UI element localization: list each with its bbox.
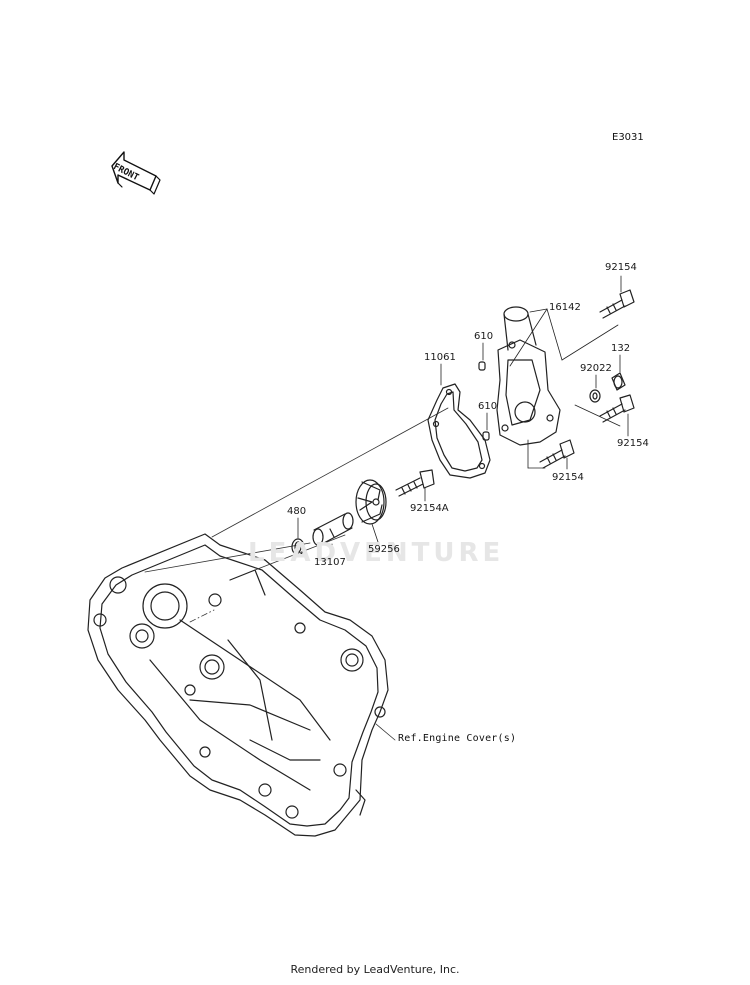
bolt-92154-bottom: [539, 439, 575, 469]
label-92154-bottom: 92154: [552, 472, 584, 483]
ring-480: [291, 538, 305, 556]
shaft-13107: [312, 512, 354, 546]
washer-92022: [589, 389, 601, 403]
label-480: 480: [287, 506, 307, 517]
engine-cover-outline: [87, 533, 389, 837]
gasket-11061: [427, 383, 491, 479]
diagram-code: E3031: [612, 132, 644, 143]
label-92022: 92022: [580, 363, 612, 374]
label-132: 132: [611, 343, 631, 354]
dowel-pin-610-lower: [482, 431, 490, 441]
watermark: LEADVENTURE: [248, 538, 505, 568]
bolt-92154A: [395, 469, 435, 497]
label-11061: 11061: [424, 352, 456, 363]
ref-engine-cover-note: Ref.Engine Cover(s): [398, 733, 517, 744]
label-16142: 16142: [549, 302, 581, 313]
impeller-59256: [355, 479, 387, 525]
label-92154-top: 92154: [605, 262, 637, 273]
label-92154A: 92154A: [410, 503, 449, 514]
label-59256: 59256: [368, 544, 400, 555]
leader-lines: [297, 275, 629, 557]
label-92154-right: 92154: [617, 438, 649, 449]
label-13107: 13107: [314, 557, 346, 568]
dowel-pin-610-upper: [478, 361, 486, 371]
footer-credit: Rendered by LeadVenture, Inc.: [290, 963, 460, 976]
bolt-92154-top: [599, 289, 635, 319]
bolt-132: [611, 372, 626, 391]
label-610-upper: 610: [474, 331, 494, 342]
alignment-lines: [144, 407, 449, 741]
front-arrow-icon: [111, 151, 161, 195]
label-610-lower: 610: [478, 401, 498, 412]
bolt-92154-right: [599, 394, 635, 423]
water-pump-cover-16142: [496, 306, 561, 446]
